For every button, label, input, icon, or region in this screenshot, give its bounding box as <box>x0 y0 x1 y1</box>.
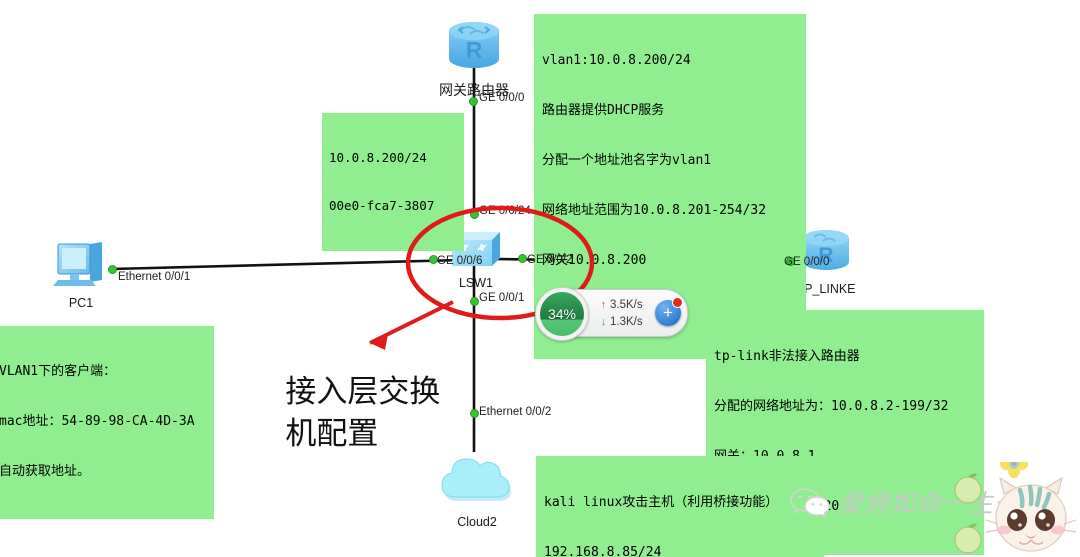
note-line: 分配的网络地址为：10.0.8.2-199/32 <box>714 399 949 415</box>
port-dot-switch-ge0024 <box>470 210 479 219</box>
download-rate-value: 1.3K/s <box>610 315 643 328</box>
router-icon: R <box>803 230 849 270</box>
note-kali-info: kali linux攻击主机（利用桥接功能） 192.168.8.85/24 <box>536 456 824 557</box>
device-cloud2[interactable]: Cloud2 <box>434 447 520 529</box>
callout-line: 接入层交换 <box>285 373 441 410</box>
port-label-switch-ge002: GE 0/0/2 <box>527 254 573 266</box>
router-icon: R <box>449 22 499 68</box>
port-dot-router-ge000 <box>469 97 478 106</box>
callout-line: 机配置 <box>285 415 379 452</box>
note-line: 路由器提供DHCP服务 <box>542 103 665 119</box>
notification-badge <box>672 297 683 308</box>
device-label: PC1 <box>68 296 94 310</box>
port-label-cloud-eth002: Ethernet 0/0/2 <box>479 406 552 418</box>
note-line: vlan1:10.0.8.200/24 <box>542 53 691 69</box>
callout-access-layer-switch: 接入层交换 机配置 <box>246 330 440 497</box>
port-dot-cloud-eth002 <box>470 409 479 418</box>
port-dot-switch-ge002 <box>518 254 527 263</box>
port-label-switch-ge006: GE 0/0/6 <box>437 255 483 267</box>
device-pc1[interactable]: PC1 <box>50 240 112 310</box>
note-line: 网络地址范围为10.0.8.201-254/32 <box>542 202 767 218</box>
port-label-pc-eth001: Ethernet 0/0/1 <box>118 271 191 283</box>
note-line: 00e0-fca7-3807 <box>329 198 435 213</box>
device-gateway-router[interactable]: R 网关路由器 <box>437 18 511 100</box>
device-label: TP_LINKE <box>796 282 856 296</box>
note-line: 分配一个地址池名字为vlan1 <box>542 153 712 168</box>
note-line: 10.0.8.200/24 <box>329 150 427 165</box>
device-tp-linke[interactable]: R TP_LINKE <box>793 226 859 296</box>
download-arrow-icon: ↓ <box>600 315 607 328</box>
port-dot-pc-eth001 <box>108 265 117 274</box>
network-speed-widget[interactable]: 34% ↑ 3.5K/s ↓ 1.3K/s + <box>535 287 688 341</box>
download-rate-row: ↓ 1.3K/s <box>597 313 643 330</box>
device-label: LSW1 <box>458 276 494 290</box>
link-pc-switch <box>111 258 463 271</box>
note-router-interface: 10.0.8.200/24 00e0-fca7-3807 <box>322 113 464 251</box>
port-dot-tplink-ge000 <box>786 257 795 266</box>
wechat-icon <box>790 488 830 518</box>
note-line: tp-link非法接入路由器 <box>714 349 860 365</box>
note-line: 自动获取地址。 <box>0 464 91 479</box>
pc-icon <box>53 242 102 286</box>
svg-text:R: R <box>466 37 483 63</box>
port-label-router-ge000: GE 0/0/0 <box>479 92 525 104</box>
cat-sticker-icon <box>954 462 1077 554</box>
note-line: 192.168.8.85/24 <box>544 545 662 557</box>
device-label: Cloud2 <box>457 515 497 529</box>
fruit-charm-icon <box>954 473 982 554</box>
cpu-usage-value: 34% <box>540 292 584 336</box>
port-label-switch-ge001: GE 0/0/1 <box>479 292 525 304</box>
cpu-usage-gauge[interactable]: 34% <box>535 287 589 341</box>
upload-rate-row: ↑ 3.5K/s <box>597 296 643 313</box>
cloud-icon <box>441 458 511 501</box>
svg-text:R: R <box>818 244 833 267</box>
note-line: kali linux攻击主机（利用桥接功能） <box>544 495 779 511</box>
upload-arrow-icon: ↑ <box>600 298 607 311</box>
port-label-tplink-ge000: GE 0/0/0 <box>784 256 830 268</box>
port-dot-switch-ge001 <box>470 297 479 306</box>
note-pc-client: VLAN1下的客户端： mac地址：54-89-98-CA-4D-3A 自动获取… <box>0 326 214 519</box>
note-line: 网关10.0.8.200 <box>542 252 647 268</box>
note-line: VLAN1下的客户端： <box>0 364 117 380</box>
note-line: mac地址：54-89-98-CA-4D-3A <box>0 414 195 430</box>
port-label-switch-ge0024: GE 0/0/24 <box>479 205 531 217</box>
upload-rate-value: 3.5K/s <box>610 298 643 311</box>
device-label: 网关路由器 <box>439 82 509 98</box>
traffic-rates: ↑ 3.5K/s ↓ 1.3K/s <box>597 296 643 330</box>
